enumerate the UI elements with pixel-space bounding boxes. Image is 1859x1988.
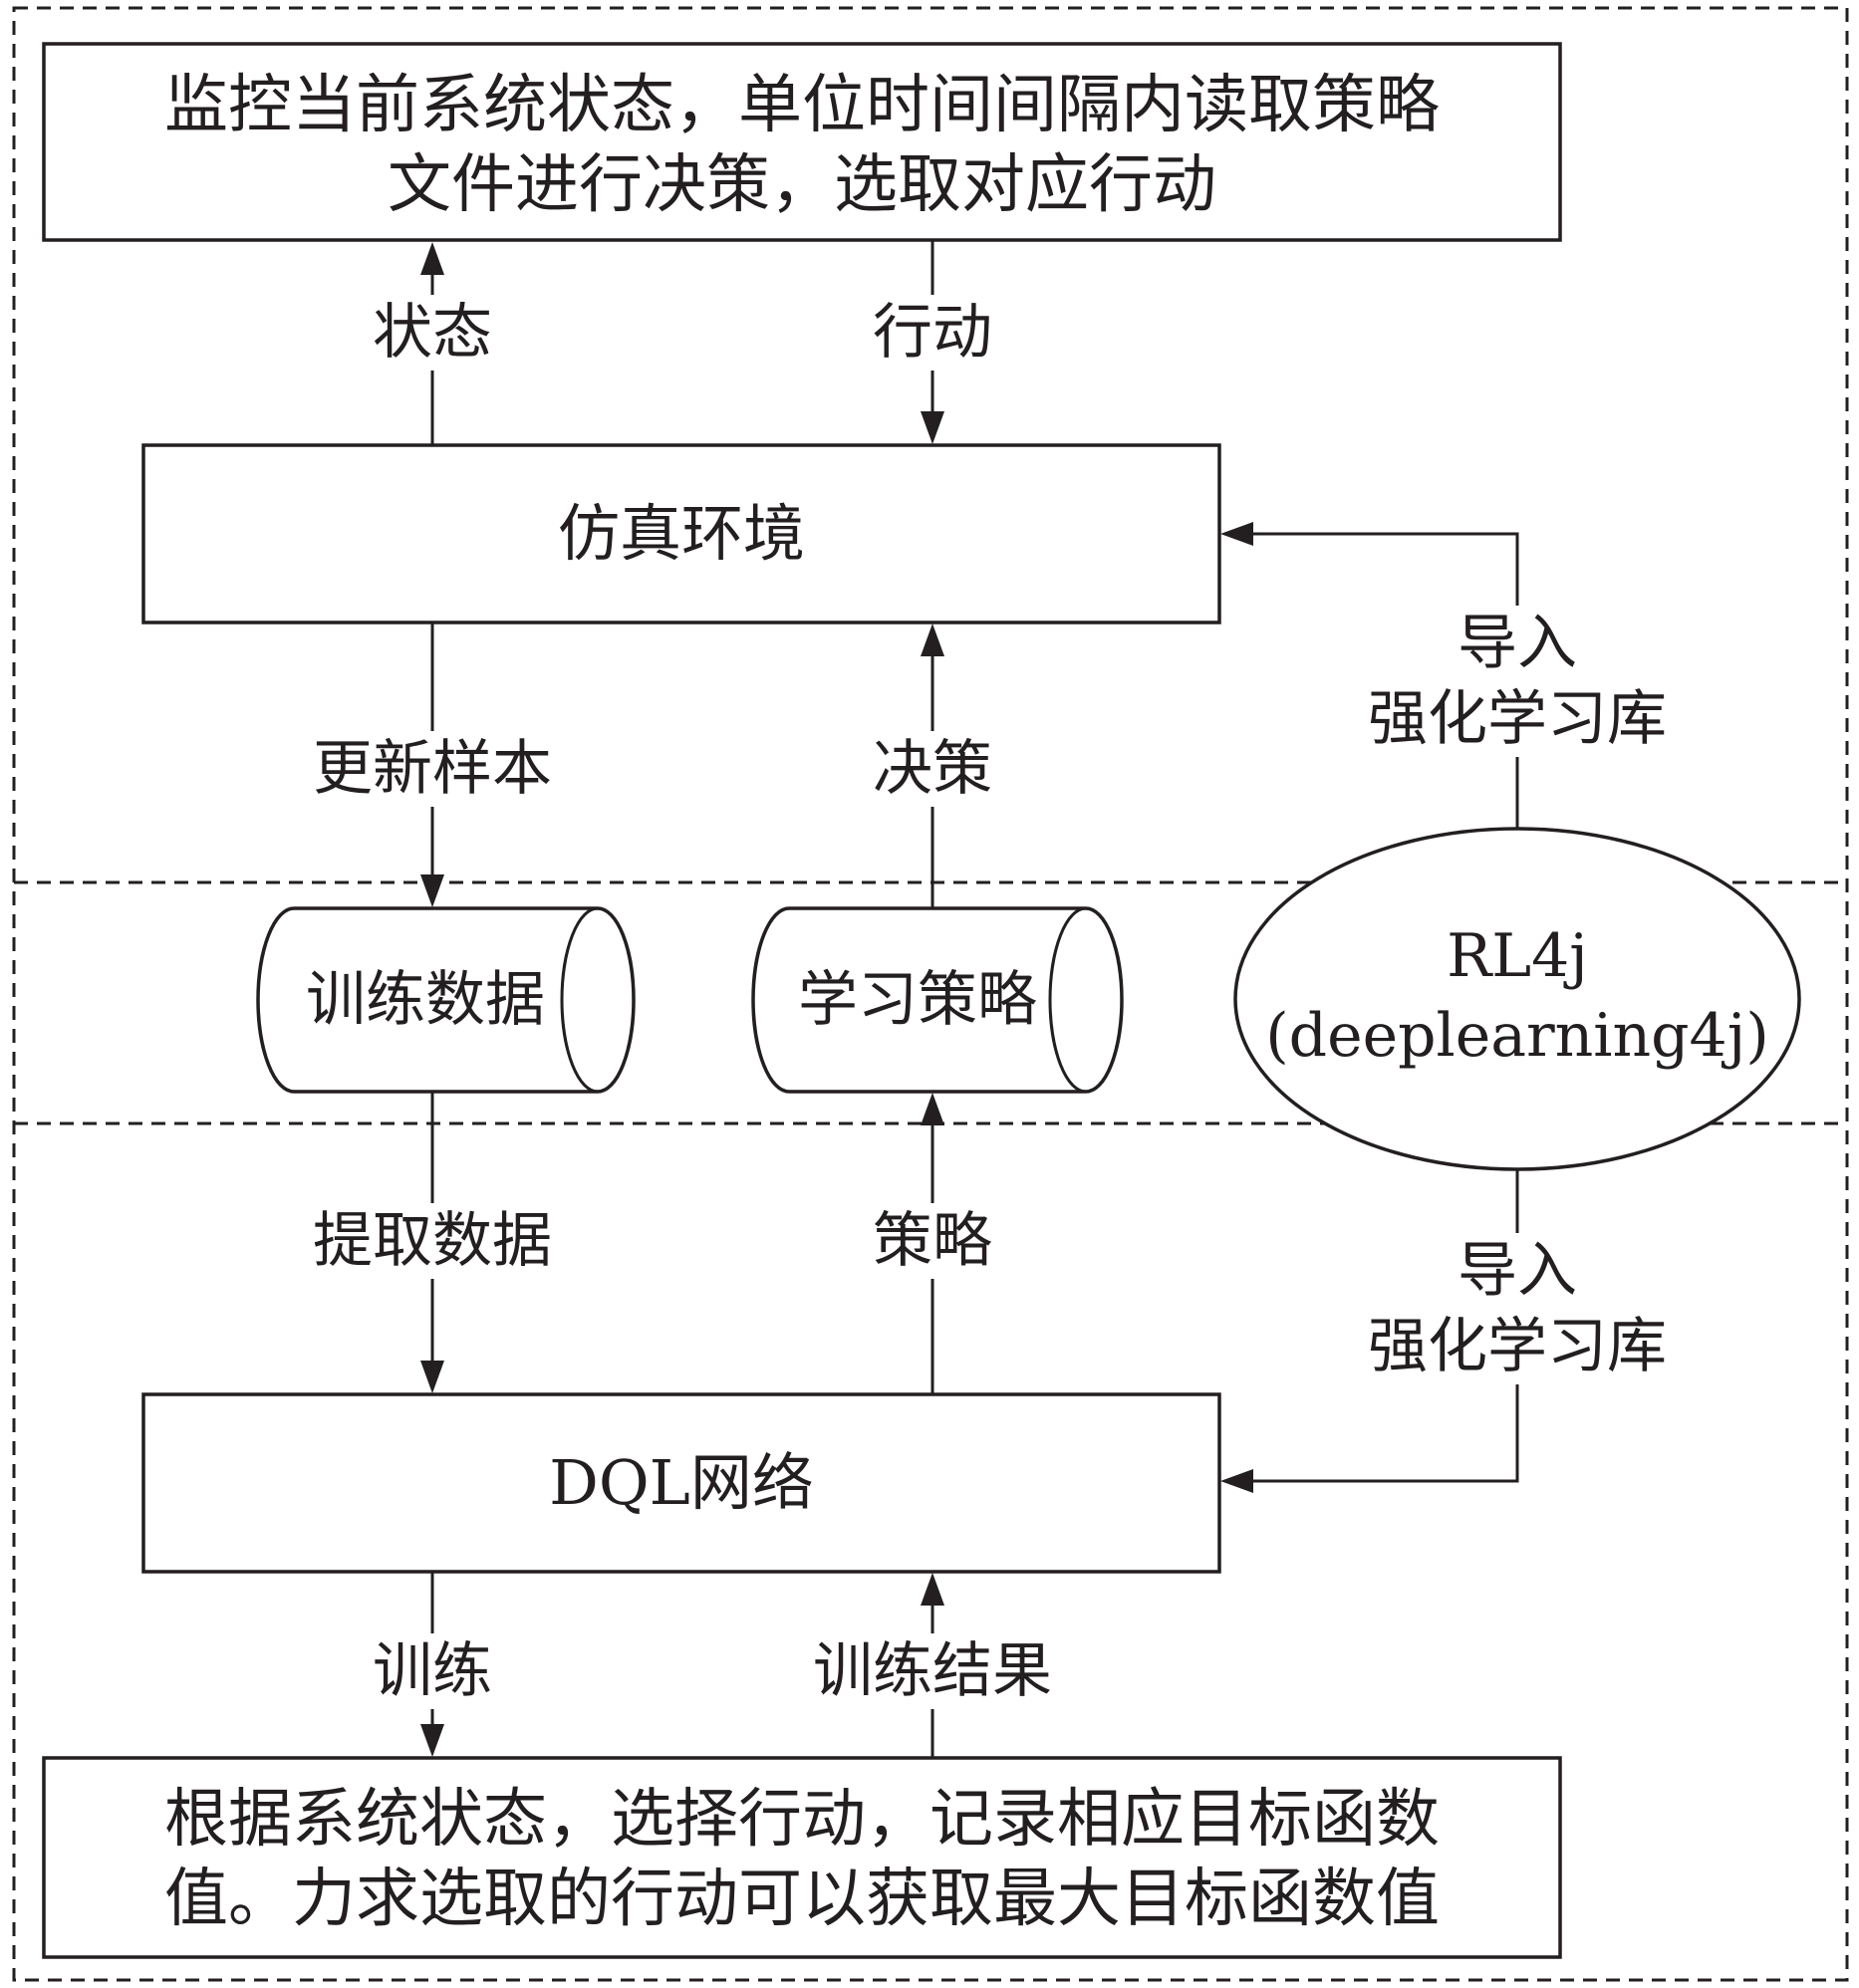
- choose-text: 根据系统状态，选择行动，记录相应目标函数 值。力求选取的行动可以获取最大目标函数…: [44, 1780, 1560, 1939]
- outer-dashed-border: [12, 6, 1849, 1982]
- policy-arrowhead: [921, 1093, 944, 1125]
- rl4j-subtitle: (deeplearning4j): [1265, 1001, 1769, 1071]
- import-bottom-label-line1: 导入: [1458, 1236, 1577, 1306]
- choose-text-line2: 值。力求选取的行动可以获取最大目标函数值: [164, 1863, 1440, 1936]
- choose-box: [42, 1756, 1562, 1959]
- action-arrowhead: [921, 411, 944, 444]
- rl4j-title: RL4j: [1447, 921, 1588, 991]
- monitor-text-line1: 监控当前系统状态，单位时间间隔内读取策略: [164, 69, 1440, 142]
- train-edge-label: 训练: [369, 1633, 496, 1709]
- import-top-label: 导入 强化学习库: [1364, 606, 1671, 757]
- update-sample-arrowhead: [420, 874, 444, 907]
- import-bottom-label-line2: 强化学习库: [1368, 1312, 1667, 1381]
- train-data-cylinder: [256, 906, 636, 1094]
- extract-data-edge-label: 提取数据: [309, 1203, 556, 1279]
- update-sample-edge-label: 更新样本: [309, 731, 556, 807]
- monitor-text-line2: 文件进行决策，选取对应行动: [388, 148, 1216, 222]
- monitor-text: 监控当前系统状态，单位时间间隔内读取策略 文件进行决策，选取对应行动: [44, 66, 1560, 225]
- sim-env-label: 仿真环境: [557, 497, 805, 570]
- train-result-edge-label: 训练结果: [809, 1633, 1056, 1709]
- learn-policy-cylinder: [751, 906, 1124, 1094]
- learn-policy-label: 学习策略: [798, 965, 1037, 1035]
- train-arrowhead: [420, 1724, 444, 1757]
- import-top-label-line2: 强化学习库: [1368, 684, 1667, 754]
- decision-edge-label: 决策: [869, 731, 996, 807]
- state-arrowhead: [420, 242, 444, 275]
- train-data-label: 训练数据: [306, 965, 545, 1035]
- decision-arrowhead: [921, 623, 944, 656]
- import-top-arrowhead: [1220, 522, 1253, 546]
- dql-box: [141, 1392, 1221, 1574]
- monitor-box: [42, 42, 1562, 242]
- train-result-arrowhead: [921, 1573, 944, 1606]
- action-edge-label: 行动: [869, 295, 996, 371]
- import-top-label-line1: 导入: [1458, 609, 1577, 678]
- state-edge-label: 状态: [369, 295, 496, 371]
- extract-data-arrowhead: [420, 1361, 444, 1393]
- rl4j-text: RL4j (deeplearning4j): [1235, 916, 1799, 1076]
- dql-label: DQL网络: [549, 1446, 814, 1519]
- choose-text-line1: 根据系统状态，选择行动，记录相应目标函数: [164, 1783, 1440, 1857]
- policy-edge-label: 策略: [869, 1203, 996, 1279]
- import-bottom-arrowhead: [1220, 1469, 1253, 1493]
- sim-env-box: [141, 443, 1221, 624]
- import-bottom-label: 导入 强化学习库: [1364, 1233, 1671, 1384]
